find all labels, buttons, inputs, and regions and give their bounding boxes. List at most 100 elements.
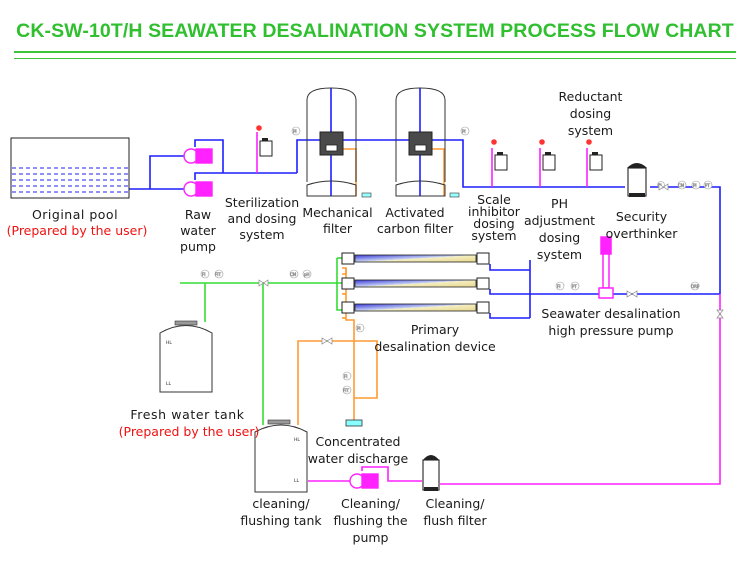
scale-inhibitor-dosing-unit[interactable] <box>491 139 508 171</box>
tank-ll-label: LL <box>166 381 172 387</box>
mechanical-filter-label: Mechanical filter <box>302 205 373 236</box>
gauge-fi-1: FI <box>200 269 210 279</box>
cleaning-filter-label: Cleaning/ flush filter <box>423 496 487 528</box>
valves[interactable] <box>258 183 724 345</box>
pipe-concentrate-bypass <box>354 340 378 399</box>
raw-water-pump-2[interactable] <box>183 181 213 197</box>
svg-text:PT: PT <box>572 284 577 289</box>
cleaning-pipes <box>256 132 721 485</box>
gauge-fit-2: FIT <box>342 385 352 395</box>
title-underline <box>14 51 736 53</box>
concentrate-discharge-tray <box>345 419 363 427</box>
fresh-water-tank-label: Fresh water tank <box>130 407 245 422</box>
svg-text:ORP: ORP <box>691 284 700 289</box>
title-underline-thin <box>14 58 736 59</box>
tank-hl-label: HL <box>166 340 172 346</box>
raw-water-pump-1[interactable] <box>183 148 213 164</box>
pipe-security-out <box>650 186 721 294</box>
mech-drain-tray <box>361 192 372 198</box>
cleaning-pump[interactable] <box>349 473 379 489</box>
activated-carbon-filter-label: Activated carbon filter <box>376 205 454 236</box>
scale-inhibitor-label: Scale inhibitor dosing system <box>468 192 520 243</box>
pipe-pump1-out <box>194 139 224 173</box>
gauge-pt-1: PT <box>703 180 713 190</box>
gauge-pi-4: PI <box>691 180 701 190</box>
valve-concentrate <box>321 337 333 345</box>
svg-text:FI: FI <box>202 272 205 277</box>
high-pressure-pump[interactable] <box>598 236 614 299</box>
svg-text:PI: PI <box>293 129 297 134</box>
fresh-water-tank-note: (Prepared by the user) <box>118 424 260 439</box>
pipe-carbon-drain <box>432 148 445 196</box>
svg-text:FIT: FIT <box>343 388 349 393</box>
reductant-label: Reductant dosing system <box>558 89 623 138</box>
gauge-cm-1: CM <box>677 180 687 190</box>
raw-water-pump-label: Raw water pump <box>180 207 216 254</box>
svg-text:PI: PI <box>462 129 466 134</box>
valve-security-out <box>658 183 669 191</box>
pipe-cleaning-filter-out <box>440 294 721 485</box>
cleaning-pump-label: Cleaning/ flushing the pump <box>333 496 408 545</box>
pipe-permeate-header <box>336 258 342 311</box>
svg-text:PI: PI <box>693 183 697 188</box>
svg-text:pH: pH <box>304 272 310 277</box>
mechanical-filter-vessel[interactable] <box>306 87 357 197</box>
membrane-vessel-3 <box>341 301 490 314</box>
pipe-carbon-out <box>432 139 625 188</box>
membrane-vessel-1 <box>341 252 490 265</box>
activated-carbon-filter-vessel[interactable] <box>395 87 446 197</box>
svg-text:PI: PI <box>357 326 361 331</box>
membrane-vessels[interactable] <box>341 252 490 314</box>
chart-title: CK-SW-10T/H SEAWATER DESALINATION SYSTEM… <box>16 20 734 42</box>
gauge-pi-1: PI <box>291 126 301 136</box>
valve-cleaning-return <box>716 309 724 319</box>
pipe-pump-split <box>149 155 185 189</box>
gauge-orp: ORP <box>690 281 700 291</box>
high-pressure-pump-label: Seawater desalination high pressure pump <box>541 306 681 338</box>
valve-fresh <box>258 279 269 287</box>
cleaning-flush-filter[interactable] <box>422 455 440 491</box>
svg-text:CM: CM <box>678 183 685 188</box>
membrane-vessel-2 <box>341 277 490 290</box>
gauge-fi-2: FI <box>555 281 565 291</box>
carbon-drain-tray <box>449 192 460 198</box>
sterilization-label: Sterilization and dosing system <box>224 195 300 242</box>
instrument-gauges: PI PI PI CM PI PT FI FIT CM pH FI PT ORP… <box>200 126 713 395</box>
svg-text:FI: FI <box>344 374 347 379</box>
security-filter[interactable] <box>627 163 647 197</box>
svg-text:CM: CM <box>290 272 297 277</box>
pipe-to-mech-filter <box>296 139 320 173</box>
gauge-pt-2: PT <box>570 281 580 291</box>
pipe-mech-drain <box>343 148 357 196</box>
cleaning-flushing-tank[interactable]: HL LL <box>254 419 308 493</box>
clean-tank-ll-label: LL <box>294 478 300 484</box>
original-pool-label: Original pool <box>31 207 119 222</box>
sterilization-dosing-unit[interactable] <box>256 125 273 157</box>
gauge-fi-3: FI <box>342 371 352 381</box>
pipe-pump2-out <box>194 172 297 180</box>
reductant-dosing-unit[interactable] <box>586 139 603 171</box>
clean-tank-hl-label: HL <box>294 437 300 443</box>
gauge-cm-2: CM <box>289 269 299 279</box>
ph-adjustment-dosing-unit[interactable] <box>539 139 556 171</box>
pipe-membrane3-feed <box>489 313 530 319</box>
svg-text:PT: PT <box>705 183 710 188</box>
primary-desalination-label: Primary desalination device <box>374 322 496 354</box>
gauge-ph-1: pH <box>302 269 312 279</box>
original-pool-note: (Prepared by the user) <box>6 223 148 238</box>
pipe-membrane1-feed <box>489 264 530 271</box>
pipe-concentrate-main <box>345 268 355 420</box>
original-pool <box>10 137 130 199</box>
gauge-pi-5: PI <box>355 323 365 333</box>
svg-text:FI: FI <box>557 284 560 289</box>
fresh-water-tank[interactable]: HL LL <box>159 320 213 393</box>
gauge-pi-2: PI <box>460 126 470 136</box>
gauge-fit-1: FIT <box>214 269 224 279</box>
svg-text:FIT: FIT <box>215 272 221 277</box>
concentrated-discharge-label: Concentrated water discharge <box>307 434 409 466</box>
security-filter-label: Security overthinker <box>605 209 678 241</box>
pipe-membrane2-feed <box>489 289 530 295</box>
pipe-cleaning-pump-out <box>361 466 422 482</box>
pipe-to-cleaning-tank-orange <box>297 340 354 425</box>
